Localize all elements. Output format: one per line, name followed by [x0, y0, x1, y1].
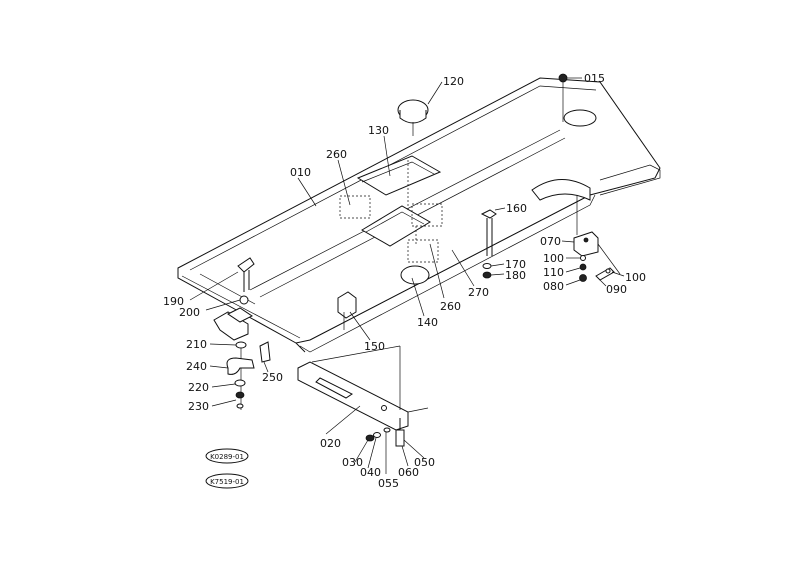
label-060: 060 — [398, 466, 419, 479]
stamp-top-label: K0289-01 — [210, 453, 244, 461]
stamp-top: K0289-01 — [205, 448, 249, 464]
hook-bracket — [213, 307, 253, 341]
label-200: 200 — [179, 306, 200, 319]
latch-parts — [226, 341, 271, 410]
label-015: 015 — [584, 72, 605, 85]
cap-120 — [397, 99, 429, 136]
label-100a: 100 — [543, 252, 564, 265]
floor-panel — [177, 77, 661, 353]
label-040: 040 — [360, 466, 381, 479]
label-140: 140 — [417, 316, 438, 329]
label-260a: 260 — [326, 148, 347, 161]
label-170: 170 — [505, 258, 526, 271]
label-030: 030 — [342, 456, 363, 469]
lever-190 — [237, 257, 255, 305]
label-180: 180 — [505, 269, 526, 282]
stamp-bottom-label: K7519-01 — [210, 478, 244, 486]
clip-150 — [337, 291, 357, 330]
plate-020 — [297, 345, 429, 435]
washers-170-180 — [482, 263, 492, 279]
leader-lines — [189, 77, 625, 469]
label-070: 070 — [540, 235, 561, 248]
bolt-160 — [480, 209, 497, 256]
label-240: 240 — [186, 360, 207, 373]
label-100b: 100 — [625, 271, 646, 284]
label-260b: 260 — [440, 300, 461, 313]
bracket-070 — [573, 231, 621, 282]
label-150: 150 — [364, 340, 385, 353]
label-220: 220 — [188, 381, 209, 394]
label-190: 190 — [163, 295, 184, 308]
label-110: 110 — [543, 266, 564, 279]
label-020: 020 — [320, 437, 341, 450]
label-210: 210 — [186, 338, 207, 351]
label-230: 230 — [188, 400, 209, 413]
label-130: 130 — [368, 124, 389, 137]
label-160: 160 — [506, 202, 527, 215]
stamp-bottom: K7519-01 — [205, 473, 249, 489]
cover-plates — [339, 155, 443, 263]
label-080: 080 — [543, 280, 564, 293]
fasteners-030-060 — [365, 418, 405, 474]
label-090: 090 — [606, 283, 627, 296]
label-120: 120 — [443, 75, 464, 88]
label-055: 055 — [378, 477, 399, 490]
label-270: 270 — [468, 286, 489, 299]
label-010: 010 — [290, 166, 311, 179]
label-250: 250 — [262, 371, 283, 384]
part-labels: 015 120 130 260 010 160 070 100 110 080 … — [163, 72, 646, 490]
label-050: 050 — [414, 456, 435, 469]
